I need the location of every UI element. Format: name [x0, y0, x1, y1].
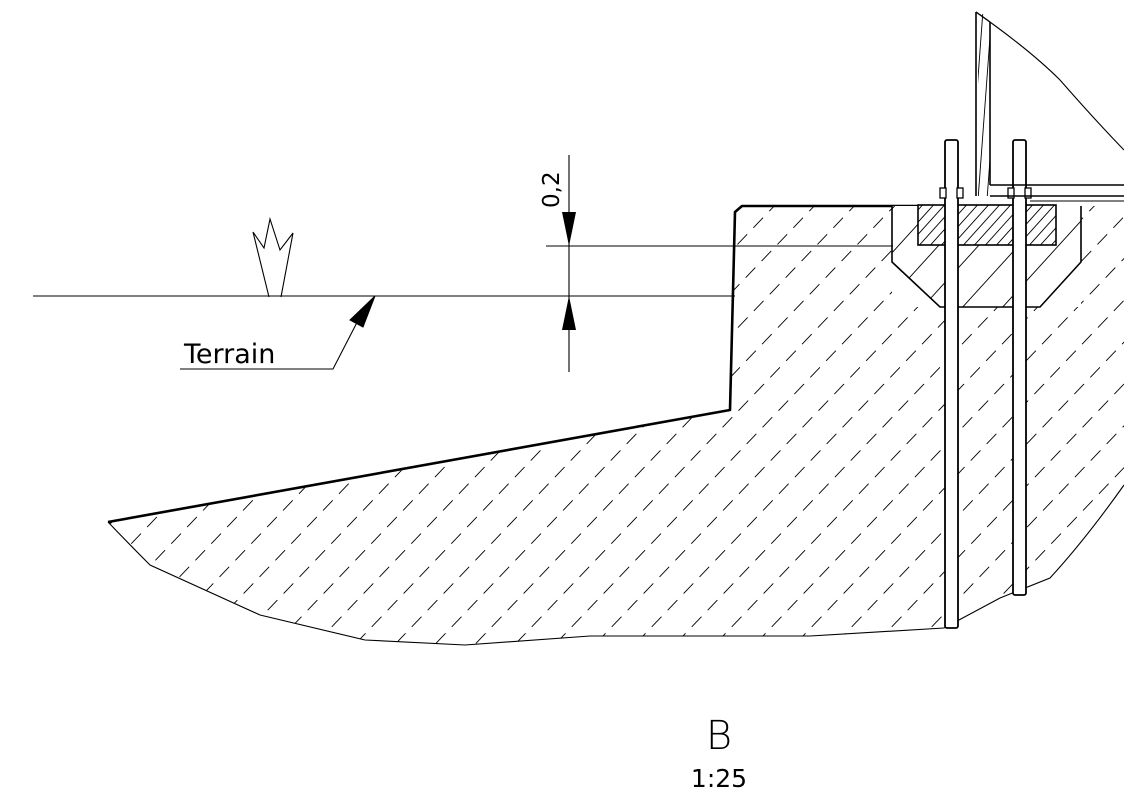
terrain-leader — [180, 295, 376, 370]
steel-column — [975, 11, 1124, 202]
height-dimension — [546, 155, 893, 372]
anchor-bolt-left — [939, 139, 964, 629]
terrain-label: Terrain — [183, 339, 275, 370]
dimension-value: 0,2 — [539, 171, 565, 208]
detail-scale: 1:25 — [691, 764, 747, 793]
grass-symbol-icon — [252, 216, 294, 298]
anchor-block — [891, 204, 1082, 308]
anchor-bolt-right — [1007, 139, 1032, 596]
detail-letter: B — [706, 713, 732, 759]
